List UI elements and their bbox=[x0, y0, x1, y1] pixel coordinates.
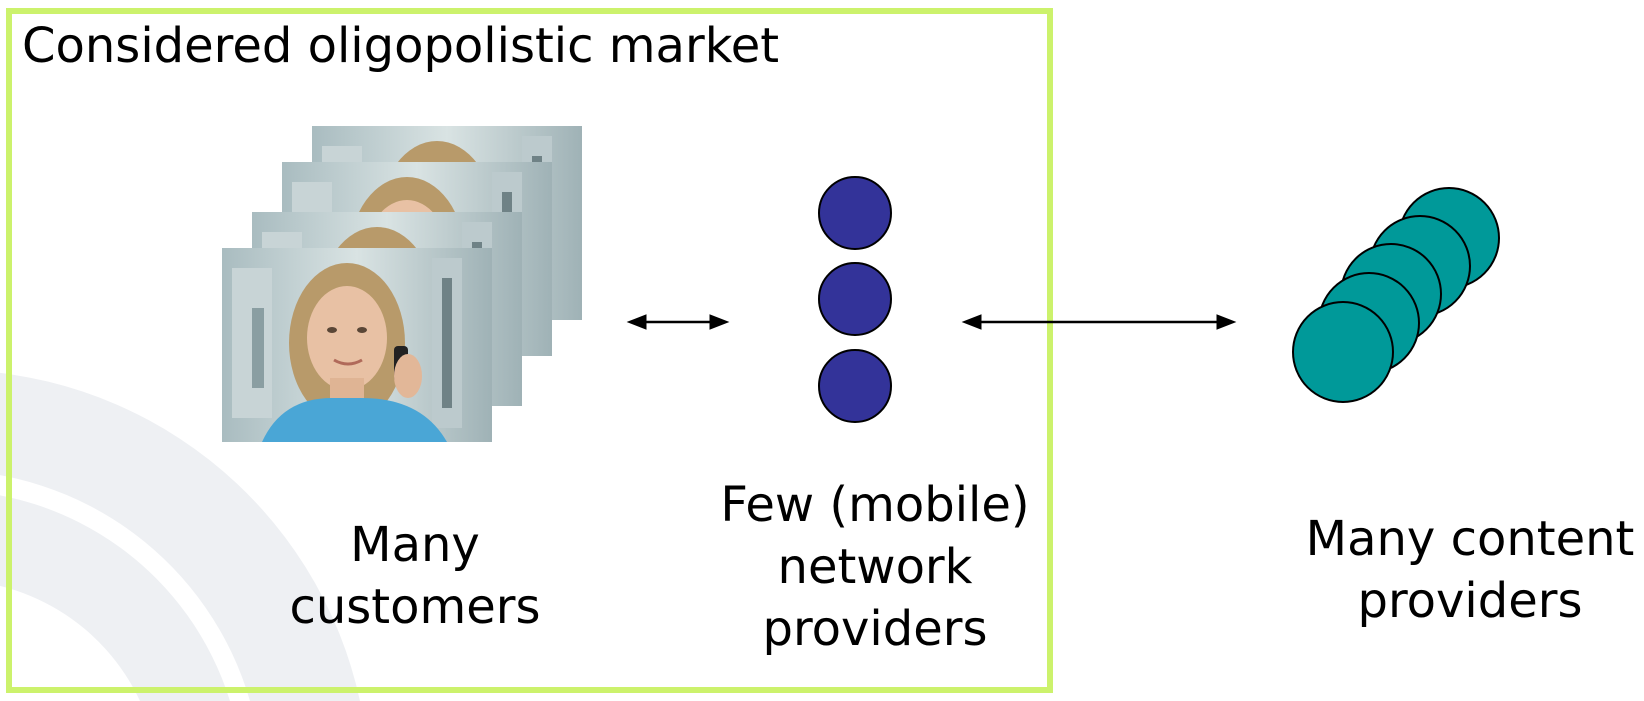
market-title: Considered oligopolistic market bbox=[22, 18, 780, 74]
bidirectional-arrow-customers-network bbox=[626, 314, 730, 330]
content-provider-node-1 bbox=[1292, 301, 1394, 403]
network-providers-label: Few (mobile) network providers bbox=[690, 474, 1060, 660]
network-provider-node-3 bbox=[818, 349, 892, 423]
network-label-line-3: providers bbox=[762, 601, 988, 657]
customers-label-line-2: customers bbox=[289, 579, 541, 635]
content-label-line-1: Many content bbox=[1305, 511, 1635, 567]
market-boundary-box bbox=[6, 8, 1053, 693]
network-provider-node-1 bbox=[818, 176, 892, 250]
network-label-line-1: Few (mobile) bbox=[720, 477, 1030, 533]
content-label-line-2: providers bbox=[1357, 573, 1583, 629]
customers-label-line-1: Many bbox=[350, 517, 480, 573]
content-providers-label: Many content providers bbox=[1300, 508, 1640, 632]
network-provider-node-2 bbox=[818, 262, 892, 336]
customer-photo-1 bbox=[222, 248, 492, 442]
customers-label: Many customers bbox=[260, 514, 570, 638]
network-label-line-2: network bbox=[777, 539, 973, 595]
bidirectional-arrow-network-content bbox=[961, 314, 1237, 330]
